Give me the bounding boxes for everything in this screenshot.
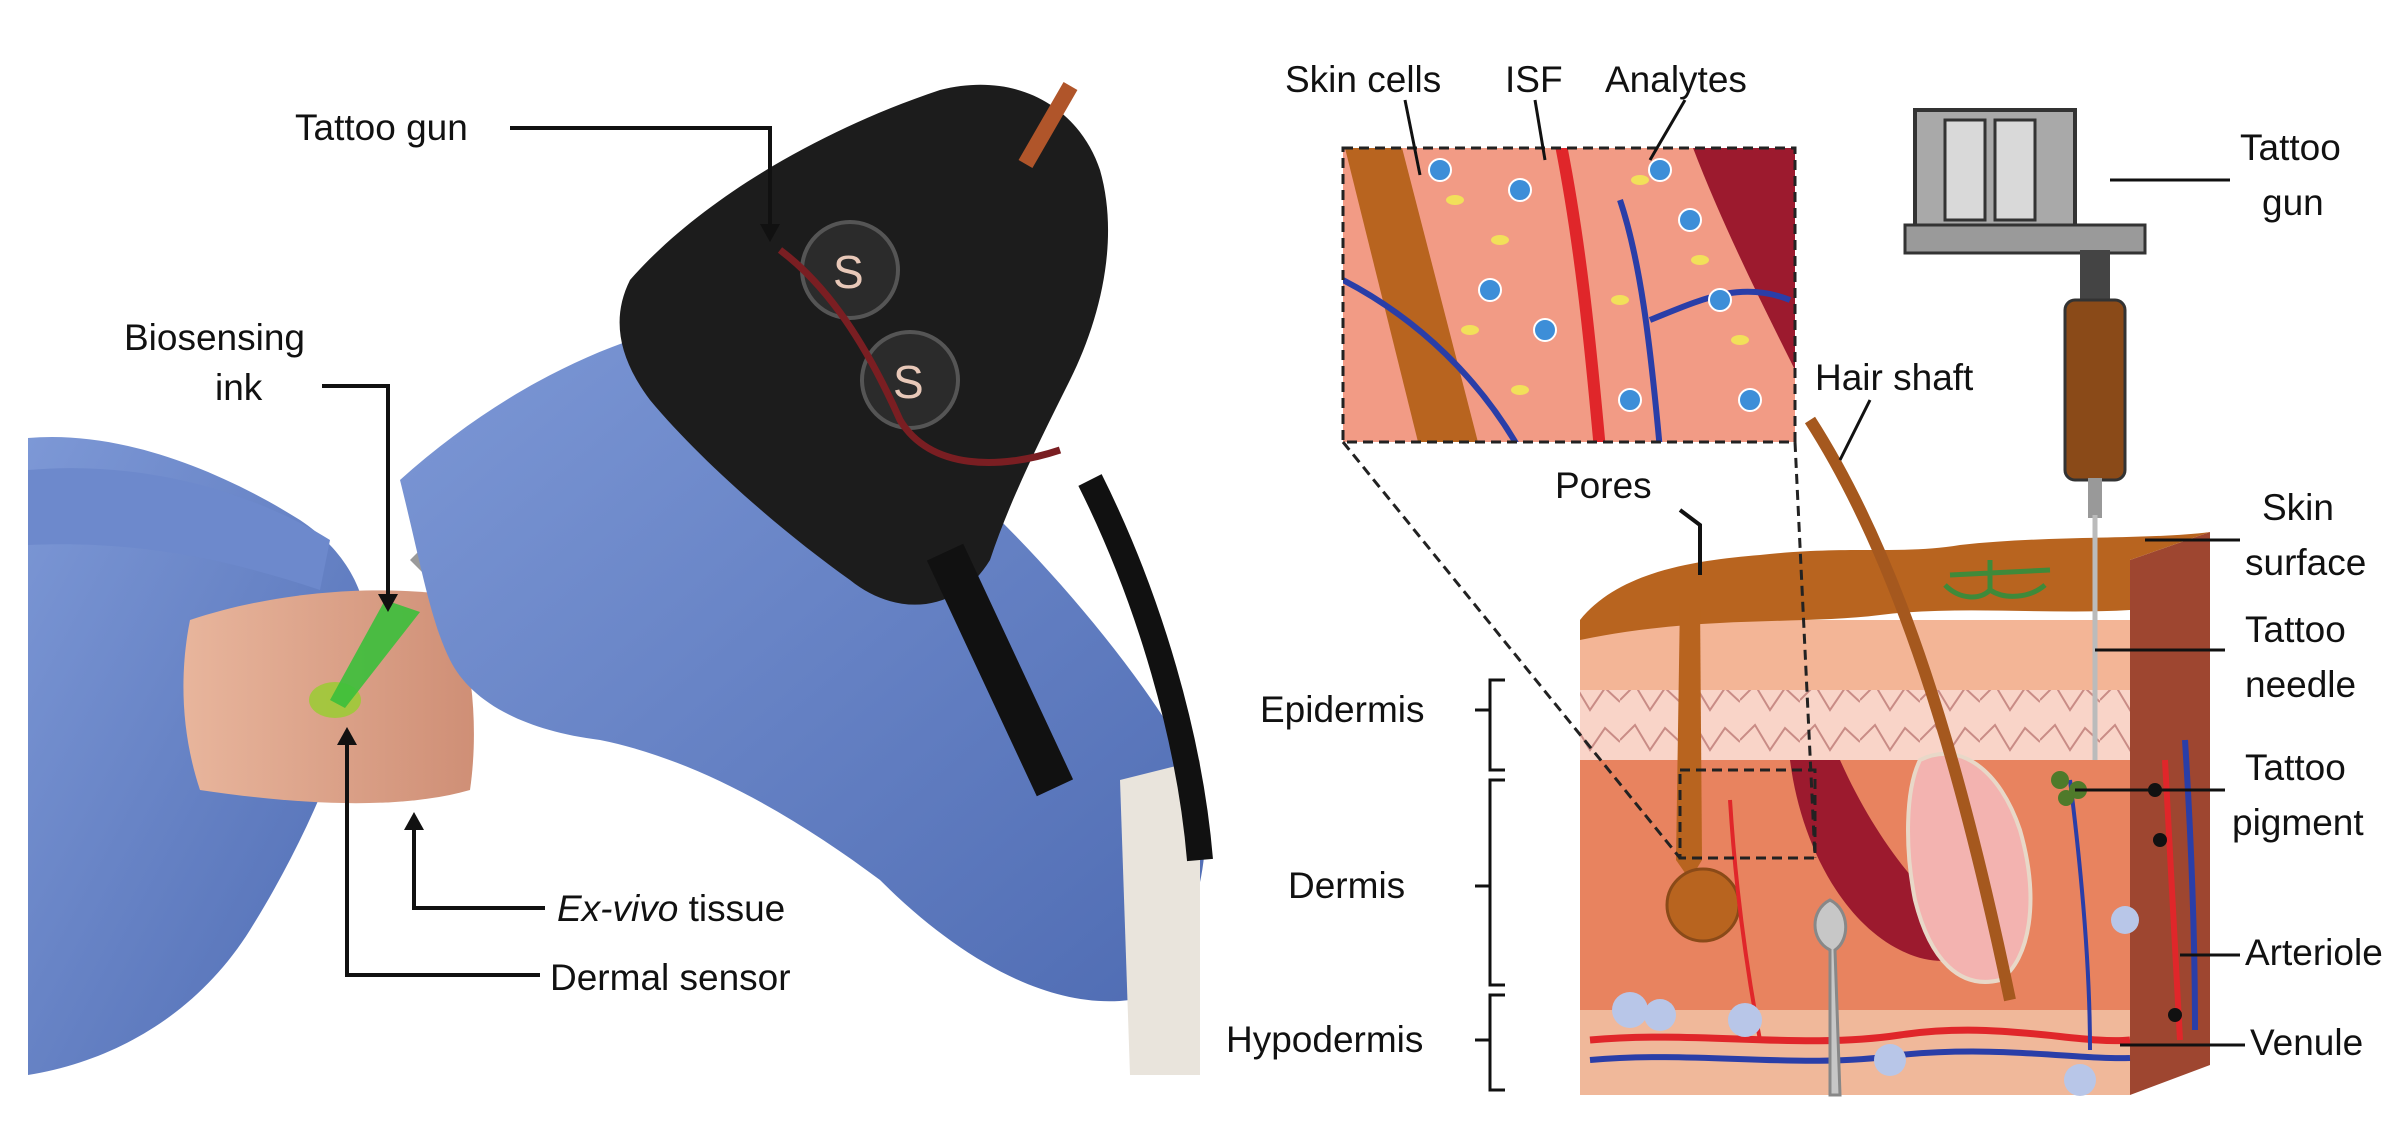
tattoo-pigment-3 <box>2058 790 2074 806</box>
skin-diagram <box>1341 99 2245 1097</box>
zoom-source-box <box>1678 768 1817 860</box>
isf-leader <box>1533 99 1547 161</box>
biosensing-ink-tip <box>330 600 420 708</box>
skin-cells-leader <box>1403 99 1422 176</box>
dermis-label: Dermis <box>1288 865 1405 906</box>
gun-tube <box>926 543 1074 797</box>
hypodermis-brace <box>1475 993 1505 1092</box>
arteriole-label: Arteriole <box>2245 932 2383 973</box>
photo-panel: S S <box>28 82 1213 1076</box>
isf-label: ISF <box>1505 59 1563 100</box>
dermal-sensor-label: Dermal sensor <box>550 957 791 998</box>
skin-surface-label-2: surface <box>2245 542 2366 583</box>
zoom-inset <box>1341 146 1817 860</box>
anchor-tattoo <box>1943 560 2051 600</box>
left-glove-fingers <box>28 468 330 590</box>
zoom-line-right <box>1793 441 1817 859</box>
gun-logo-1: S <box>833 246 864 298</box>
hair-shaft-label: Hair shaft <box>1815 357 1974 398</box>
tattoo-gun-label-right-2: gun <box>2262 182 2324 223</box>
side-dot-2 <box>2153 833 2167 847</box>
epidermis-label: Epidermis <box>1260 689 1425 730</box>
side-vessel-blue <box>2182 739 2198 1031</box>
side-dot-3 <box>2168 1008 2182 1022</box>
tattoo-gun-leader <box>510 126 772 228</box>
tattoo-pigment-1 <box>2051 771 2069 789</box>
tattoo-gun-illustration <box>1903 108 2147 760</box>
gun-needle-holder <box>2088 478 2102 518</box>
tattoo-pigment-label-2: pigment <box>2232 802 2364 843</box>
epidermis-brace <box>1475 678 1505 772</box>
nerve-ending <box>1813 898 1848 1097</box>
blue-vessel-2 <box>2068 779 2092 1051</box>
ex-vivo-arrowhead <box>404 812 424 830</box>
inset-skin-cells <box>1428 158 1762 412</box>
sweat-gland <box>1665 867 1741 943</box>
inset-cell-layer <box>1344 148 1478 442</box>
gun-coil-left <box>1943 118 1987 222</box>
gun-logo-2: S <box>893 356 924 408</box>
side-vessel-red <box>2162 759 2183 1041</box>
gun-coil-right <box>1993 118 2037 222</box>
pores-leader <box>1678 508 1702 575</box>
dermal-sensor-leader <box>345 745 540 977</box>
ex-vivo-label: Ex-vivo tissue <box>557 888 785 929</box>
ex-vivo-leader <box>412 828 545 910</box>
inset-muscle <box>1693 148 1795 370</box>
gun-cord <box>777 247 1062 466</box>
biosensing-ink-label-2: ink <box>215 367 263 408</box>
biosensing-ink-label-1: Biosensing <box>124 317 305 358</box>
inset-red-vessel <box>1555 148 1606 442</box>
sleeve <box>1120 760 1200 1075</box>
biosensing-ink-arrowhead <box>378 594 398 612</box>
tattoo-gun-label: Tattoo gun <box>295 107 468 148</box>
fat-cell-6 <box>2111 906 2139 934</box>
tattoo-gun-label-right-1: Tattoo <box>2240 127 2341 168</box>
fat-cell-5 <box>2064 1064 2096 1096</box>
photo-callouts: Tattoo gun Biosensing ink Ex-vivo tissue… <box>124 107 791 998</box>
pore-duct <box>1676 600 1702 880</box>
fat-cell-4 <box>1874 1044 1906 1076</box>
skin-diagram-labels: Skin cells ISF Analytes Hair shaft Pores… <box>1226 59 2383 1063</box>
hair-shaft <box>1804 416 2016 1002</box>
zoom-line-left <box>1341 441 1682 859</box>
tattoo-needle-label-1: Tattoo <box>2245 609 2346 650</box>
gun-cable <box>1078 474 1213 862</box>
gun-screw <box>1018 82 1078 168</box>
dermis-brace <box>1475 778 1505 987</box>
tattoo-pigment-label-1: Tattoo <box>2245 747 2346 788</box>
gun-base <box>1903 223 2147 255</box>
inset-analytes <box>1446 175 1749 395</box>
gun-grip-brown <box>2063 298 2127 482</box>
skin-surface-label-1: Skin <box>2262 487 2334 528</box>
analytes-label: Analytes <box>1605 59 1747 100</box>
venule-label: Venule <box>2250 1022 2363 1063</box>
tattoo-needle-label-2: needle <box>2245 664 2356 705</box>
stratum-pattern <box>1580 690 2130 760</box>
tattoo-gun-arrowhead <box>760 224 780 242</box>
right-glove <box>400 320 1206 1002</box>
hypodermis-label: Hypodermis <box>1226 1019 1423 1060</box>
hair-shaft-leader <box>1838 399 1872 461</box>
inset-border <box>1341 146 1797 444</box>
fat-cell-1 <box>1612 992 1648 1028</box>
gun-tube-upper <box>2080 250 2110 300</box>
skin-cells-label: Skin cells <box>1285 59 1441 100</box>
fat-cell-2 <box>1644 999 1676 1031</box>
analytes-leader <box>1648 99 1687 161</box>
gun-coil-2 <box>860 330 960 430</box>
red-vessel-1 <box>1589 1026 2131 1045</box>
dermal-sensor-arrowhead <box>337 727 357 745</box>
fat-cell-3 <box>1728 1003 1762 1037</box>
pores-label: Pores <box>1555 465 1652 506</box>
biosensing-ink-leader <box>322 384 390 598</box>
